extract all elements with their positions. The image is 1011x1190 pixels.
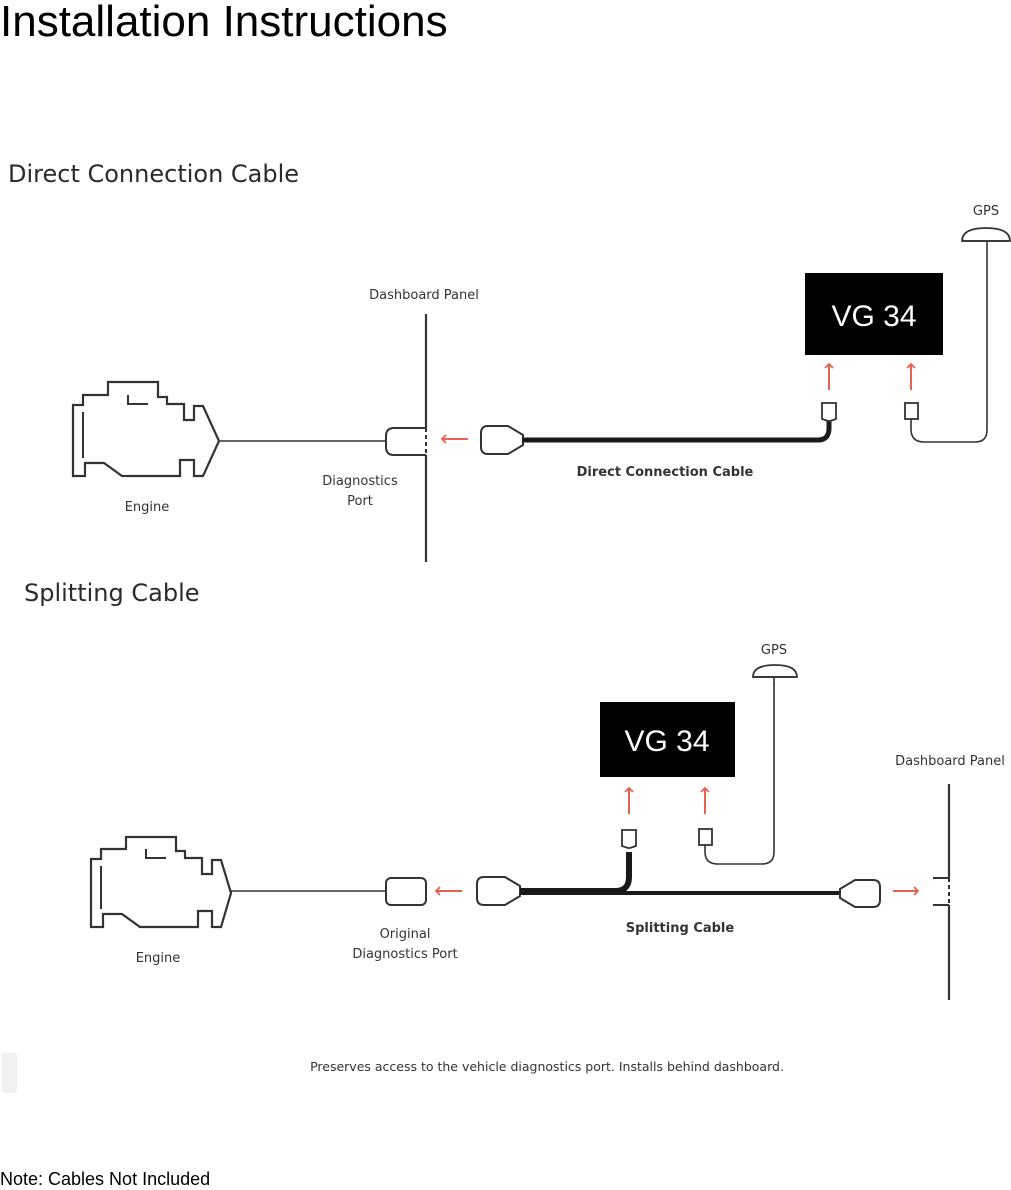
engine-icon-detail [82,395,148,458]
dashboard-panel-label: Dashboard Panel [369,288,479,303]
note-text: Note: Cables Not Included [0,1169,211,1189]
device-connector [621,829,637,849]
direct-section-heading: Direct Connection Cable [8,160,299,188]
gps-label: GPS [761,643,787,658]
dashboard-port [933,877,949,906]
cable-connector [480,425,524,455]
engine-icon [71,380,221,478]
splitting-connector-right [839,879,881,908]
side-strip [2,1053,17,1093]
engine-icon [89,835,233,929]
splitting-section-heading: Splitting Cable [24,579,200,607]
dashboard-panel-label: Dashboard Panel [895,754,1005,769]
diagnostics-port-label-line1: Diagnostics [322,474,398,489]
original-port-label-line1: Original [380,927,431,942]
page-title: Installation Instructions [0,0,448,46]
gps-connector [698,828,713,846]
direct-cable-label: Direct Connection Cable [577,465,754,480]
diagnostics-port [385,427,426,456]
diagnostics-port-label-line2: Port [347,494,373,509]
gps-connector [904,402,919,420]
installation-diagram: Direct Connection Cable Engine Diagnosti… [8,160,1011,1074]
splitting-cable-label: Splitting Cable [626,921,735,936]
gps-label: GPS [973,204,999,219]
device-connector [821,402,837,422]
original-port-label-line2: Diagnostics Port [352,947,457,962]
splitting-cable-section: Splitting Cable Engine Original Diagnost… [24,579,1005,1074]
splitting-caption: Preserves access to the vehicle diagnost… [310,1059,784,1074]
gps-antenna-icon [752,664,798,678]
vg34-device [600,702,735,777]
gps-antenna-icon [961,227,1011,242]
engine-icon-detail [100,849,166,909]
vg34-device-label: VG 34 [831,300,916,333]
gps-cable [704,683,775,865]
original-diagnostics-port [385,877,427,906]
engine-label: Engine [125,500,170,515]
vg34-device-label: VG 34 [624,725,709,758]
engine-label: Engine [136,951,181,966]
splitting-cable-branch [520,852,632,894]
vg34-device [805,273,943,355]
direct-connection-section: Direct Connection Cable Engine Diagnosti… [8,160,1011,562]
gps-cable [910,250,988,443]
direct-connection-cable [523,419,832,443]
splitting-connector-left [476,876,521,906]
